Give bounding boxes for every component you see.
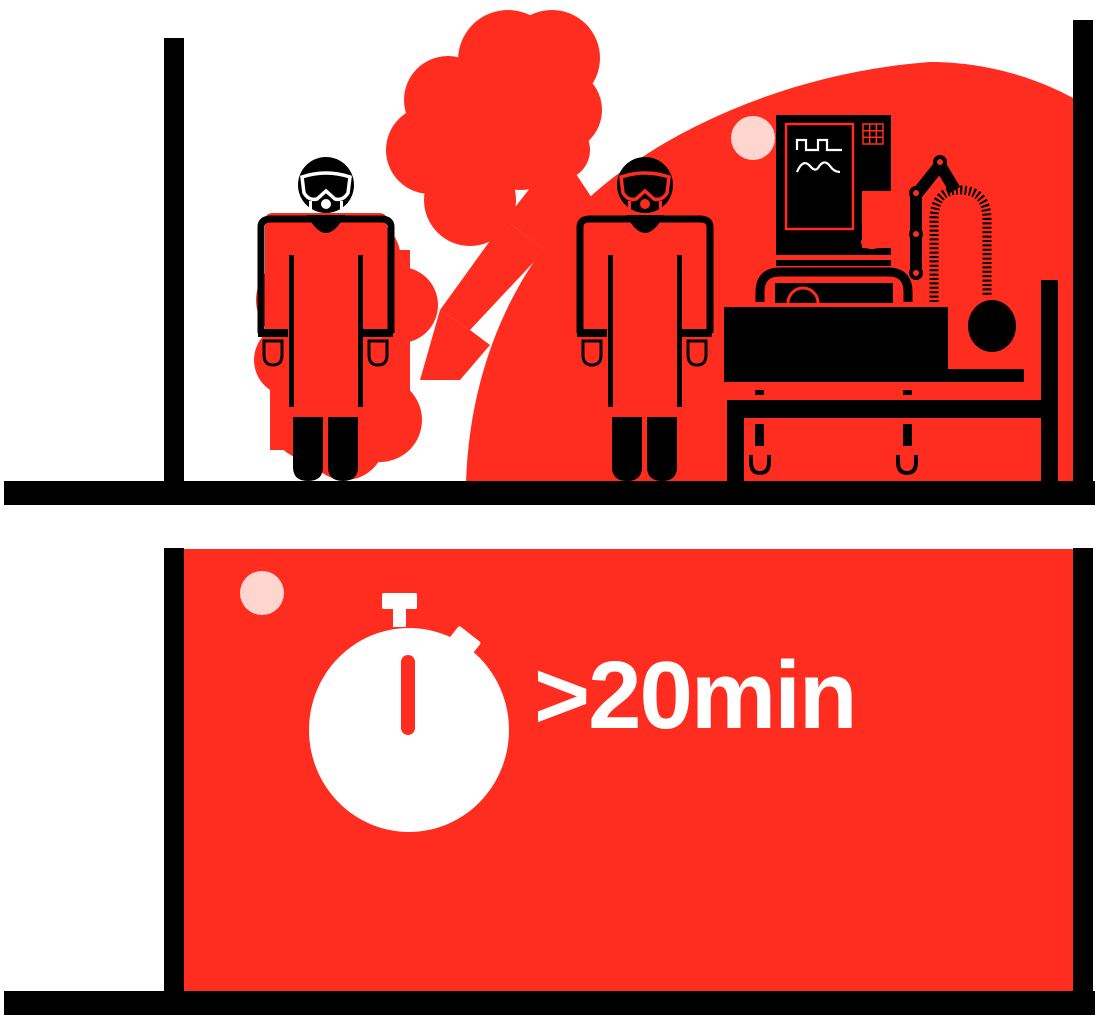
boots <box>293 417 358 481</box>
top-panel <box>4 10 1095 505</box>
bottom-panel <box>4 548 1095 1015</box>
breathing-tube <box>929 185 992 302</box>
left-wall <box>164 38 184 486</box>
hospital-bed <box>724 280 1058 482</box>
gown <box>265 213 387 425</box>
glove-left <box>581 339 603 367</box>
glove-left <box>262 339 284 367</box>
stopwatch-icon <box>309 593 509 832</box>
ventilator-knob <box>861 235 883 249</box>
mattress <box>724 307 948 382</box>
right-wall <box>1073 20 1093 486</box>
bed-headboard <box>1041 280 1058 482</box>
head-with-goggles-icon <box>617 157 673 213</box>
healthcare-worker-right <box>576 157 714 481</box>
aerosol-particle <box>240 571 284 615</box>
glove-right <box>367 339 389 367</box>
aerosol-particle <box>731 116 775 160</box>
square-wave-icon <box>795 138 842 152</box>
ventilator <box>755 115 913 320</box>
left-wall-lower <box>164 548 184 998</box>
right-wall-lower <box>1073 548 1093 998</box>
boots <box>612 417 677 481</box>
floor-lower <box>4 991 1095 1015</box>
healthcare-worker-left <box>257 157 395 481</box>
duration-label: >20min <box>534 642 858 749</box>
head-with-goggles-icon <box>298 157 354 213</box>
floor <box>4 481 1095 505</box>
keypad-icon <box>862 123 884 145</box>
pressure-wave-icon <box>795 161 841 174</box>
ventilator-arm <box>909 155 961 280</box>
patient-head <box>968 300 1016 352</box>
aerosol-cloud <box>386 10 602 380</box>
glove-right <box>686 339 708 367</box>
